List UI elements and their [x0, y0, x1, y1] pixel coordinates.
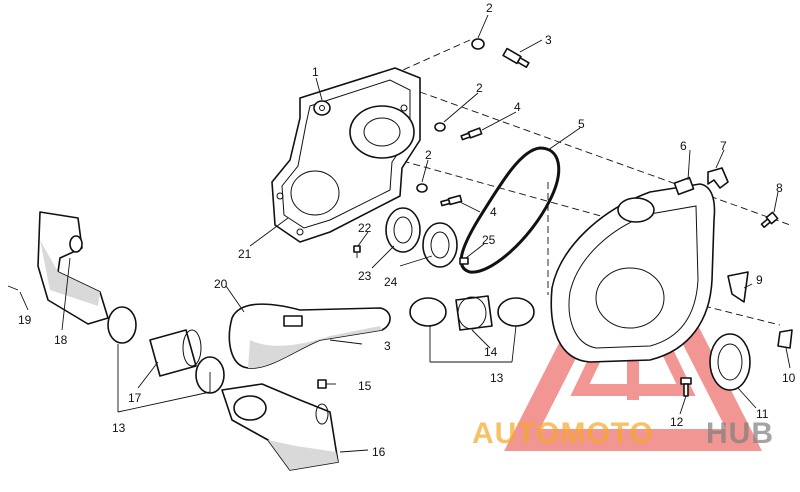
callout-10: 10	[782, 371, 796, 385]
bolt-3-top	[502, 47, 530, 68]
callout-21: 21	[238, 247, 252, 261]
clip-7	[707, 167, 729, 189]
callout-17: 17	[128, 391, 142, 405]
callout-15: 15	[358, 379, 372, 393]
callout-1: 1	[312, 65, 319, 79]
decal-10	[777, 329, 793, 349]
screw-15	[317, 379, 327, 389]
plug-11	[709, 333, 751, 391]
svg-text:HUB: HUB	[706, 417, 774, 450]
callout-25: 25	[482, 233, 496, 247]
bolt-4-mid	[460, 127, 483, 141]
callout-7: 7	[720, 139, 727, 153]
callout-22: 22	[358, 221, 372, 235]
svg-text:AUTOMOTO: AUTOMOTO	[472, 417, 654, 450]
screw-19	[7, 285, 19, 291]
washer-2-lower	[416, 183, 428, 193]
washer-2-top	[471, 38, 485, 50]
callout-13: 13	[490, 371, 504, 385]
callout-14: 14	[484, 345, 498, 359]
inner-cover	[271, 67, 421, 243]
callout-2: 2	[425, 148, 432, 162]
screw-25	[459, 257, 469, 265]
screw-8	[760, 211, 779, 229]
leader-lines	[19, 14, 791, 453]
callout-2: 2	[486, 1, 493, 15]
callout-24: 24	[384, 275, 398, 289]
callout-12: 12	[670, 415, 684, 429]
screw-22	[353, 245, 361, 258]
watermark-wordmark: AUTOMOTO HUB	[472, 417, 774, 450]
outer-cover	[550, 176, 716, 363]
callout-13: 13	[112, 421, 126, 435]
callout-3: 3	[384, 339, 391, 353]
coupler-17	[107, 306, 225, 394]
callout-16: 16	[372, 445, 386, 459]
callout-20: 20	[214, 277, 228, 291]
callout-2: 2	[476, 81, 483, 95]
duct-18	[37, 211, 109, 325]
seal-24	[422, 222, 458, 268]
drive-belt	[459, 146, 561, 274]
callout-11: 11	[756, 407, 769, 421]
seal-23	[385, 207, 421, 253]
callout-4: 4	[514, 100, 521, 114]
callout-6: 6	[680, 139, 687, 153]
callout-9: 9	[756, 273, 763, 287]
callout-3: 3	[545, 33, 552, 47]
callout-18: 18	[54, 333, 68, 347]
coupler-14	[409, 295, 535, 331]
bolt-4-lower	[440, 194, 463, 207]
decal-9	[727, 271, 749, 303]
callout-19: 19	[18, 313, 32, 327]
callout-4: 4	[490, 205, 497, 219]
callout-8: 8	[776, 181, 783, 195]
washer-1	[313, 100, 331, 116]
callout-labels: 1 2 3 2 4 5 6 7 8 2 4 9 10 11 12 13 14 1…	[18, 1, 796, 459]
washer-2-mid	[434, 122, 446, 132]
duct-16	[221, 383, 339, 471]
callout-5: 5	[578, 117, 585, 131]
duct-20	[228, 303, 391, 369]
callout-23: 23	[358, 269, 372, 283]
